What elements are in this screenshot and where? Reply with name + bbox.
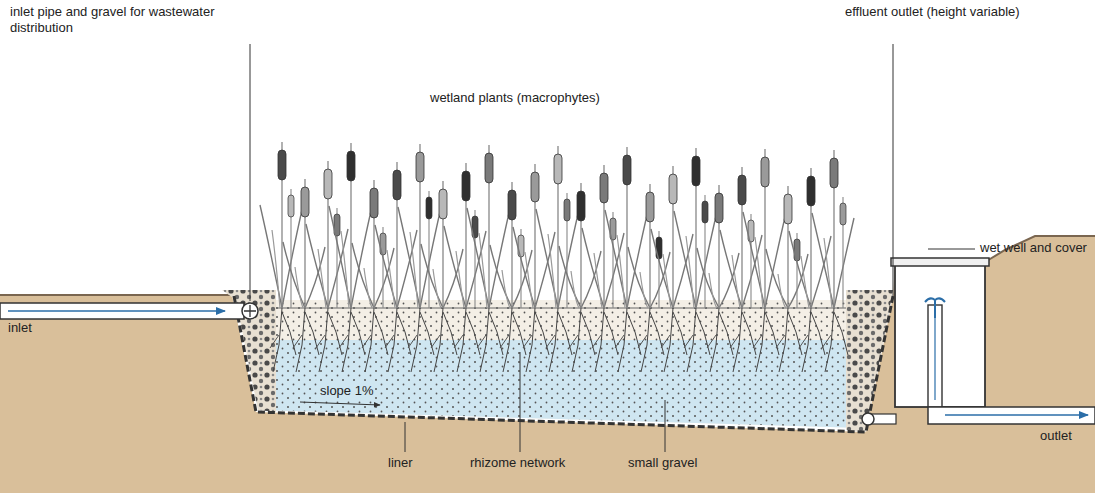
cattail-plant	[490, 182, 532, 308]
root-strands	[776, 308, 802, 372]
callout-label: effluent outlet (height variable)	[845, 4, 1045, 20]
cattail-plant	[720, 167, 762, 308]
root-strands	[293, 308, 319, 372]
cattail-plant	[651, 166, 693, 308]
root-strands	[730, 308, 756, 372]
root-strands	[615, 308, 641, 372]
root-strands	[753, 308, 779, 372]
callout-label: inlet pipe and gravel for wastewater dis…	[10, 4, 270, 36]
cattail-plant	[582, 165, 624, 308]
cattail-plant	[260, 142, 302, 308]
well-cover	[891, 258, 989, 266]
root-strands	[477, 308, 503, 372]
cattail-plant	[467, 145, 509, 308]
callout-label: wetland plants (macrophytes)	[430, 90, 600, 106]
ground	[0, 236, 1095, 493]
leader-line	[250, 44, 251, 301]
outlet-riser	[928, 305, 942, 407]
callout-label: liner	[388, 455, 413, 471]
root-strands	[500, 308, 526, 372]
outlet-pipe	[928, 407, 1095, 424]
cattail-plant	[789, 168, 831, 308]
slope-label: slope 1%	[318, 383, 375, 399]
root-strands	[822, 308, 848, 372]
cattail-plant	[605, 147, 647, 308]
cattail-plant	[559, 183, 601, 308]
gravel-bed	[238, 300, 887, 428]
cattail-plant	[513, 164, 555, 308]
root-strands	[339, 308, 365, 372]
outlet-gravel	[846, 290, 893, 432]
root-strands	[707, 308, 733, 372]
cattail-plant	[375, 162, 417, 308]
root-strands	[431, 308, 457, 372]
root-strands	[799, 308, 825, 372]
root-strands	[270, 308, 296, 372]
flow-label: outlet	[1040, 428, 1072, 444]
leader-line	[893, 44, 894, 296]
callout-label: small gravel	[628, 455, 697, 471]
cattail-plant	[329, 143, 371, 308]
cattail-plant	[628, 184, 670, 308]
inlet-pipe	[0, 303, 244, 319]
cattail-plant	[536, 146, 578, 308]
leader-line	[405, 422, 406, 452]
root-strands	[684, 308, 710, 372]
cattail-plant	[743, 149, 785, 308]
callout-label: rhizome network	[470, 455, 565, 471]
liner-line	[234, 296, 893, 432]
root-strands	[638, 308, 664, 372]
cattail-plant	[306, 161, 348, 308]
flow-label: inlet	[8, 320, 32, 336]
root-strands	[523, 308, 549, 372]
leader-line	[665, 400, 666, 452]
leader-line	[520, 352, 521, 452]
cattail-plant	[674, 148, 716, 308]
root-strands	[408, 308, 434, 372]
callout-label: wet well and cover	[980, 240, 1087, 256]
root-strands	[592, 308, 618, 372]
root-strands	[385, 308, 411, 372]
wet-well	[895, 262, 985, 407]
root-strands	[316, 308, 342, 372]
cattail-plant	[352, 180, 394, 308]
root-strands	[454, 308, 480, 372]
cattail-plant	[444, 163, 486, 308]
cattail-plant	[812, 150, 854, 308]
cattail-plant	[697, 185, 739, 308]
leader-line	[928, 249, 975, 250]
cattail-plant	[283, 179, 325, 308]
cattail-plant	[421, 181, 463, 308]
root-strands	[362, 308, 388, 372]
root-strands	[546, 308, 572, 372]
root-strands	[569, 308, 595, 372]
cattail-plant	[398, 144, 440, 308]
root-strands	[661, 308, 687, 372]
cattail-plant	[766, 186, 808, 308]
